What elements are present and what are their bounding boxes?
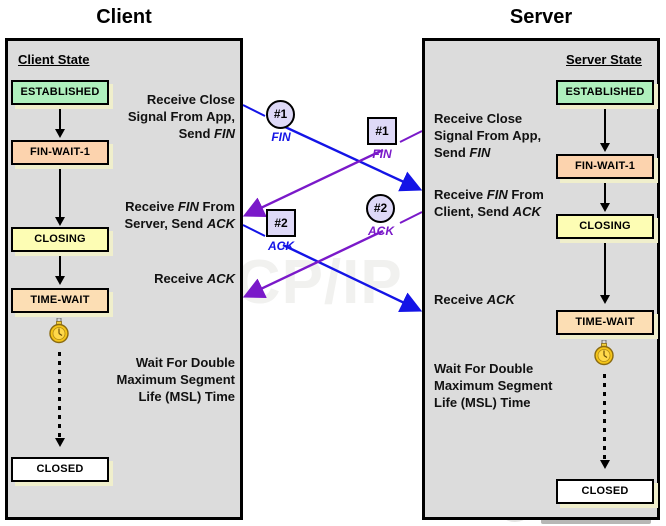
client-connector-4-arrow <box>55 438 65 447</box>
client-column-title: Client <box>96 6 152 28</box>
server-state-time-wait: TIME-WAIT <box>556 310 654 335</box>
server-connector-1-arrow <box>600 143 610 152</box>
marker-client-fin[interactable]: #1 <box>266 100 295 129</box>
server-state-closing: CLOSING <box>556 214 654 239</box>
arrow-client-ack-stub <box>243 224 266 237</box>
client-connector-2 <box>59 165 61 219</box>
client-state-fin-wait-1: FIN-WAIT-1 <box>11 140 109 165</box>
client-connector-1-arrow <box>55 129 65 138</box>
client-state-established: ESTABLISHED <box>11 80 109 105</box>
client-connector-3 <box>59 252 61 278</box>
marker-client-ack-caption: ACK <box>268 239 294 253</box>
server-state-heading: Server State <box>566 52 642 67</box>
client-panel <box>5 38 243 520</box>
server-state-closed: CLOSED <box>556 479 654 504</box>
arrow-client-fin <box>282 124 422 192</box>
message-channel <box>243 38 422 520</box>
server-connector-1 <box>604 105 606 145</box>
server-connector-3 <box>604 239 606 297</box>
server-connector-2-arrow <box>600 203 610 212</box>
client-state-closed: CLOSED <box>11 457 109 482</box>
server-connector-4-dots <box>603 374 606 462</box>
arrow-server-fin-stub <box>399 130 422 143</box>
client-event-receive-ack: Receive ACK <box>154 271 235 286</box>
marker-server-fin-caption: FIN <box>372 147 392 161</box>
arrow-server-ack <box>243 229 384 299</box>
client-state-closing: CLOSING <box>11 227 109 252</box>
server-timer-icon <box>594 340 614 366</box>
server-connector-2 <box>604 179 606 205</box>
server-panel <box>422 38 660 520</box>
server-connector-4-arrow <box>600 460 610 469</box>
arrow-client-ack <box>282 243 422 312</box>
marker-server-fin[interactable]: #1 <box>367 117 397 145</box>
server-connector-3-arrow <box>600 295 610 304</box>
arrow-client-fin-stub <box>243 104 266 117</box>
marker-client-ack[interactable]: #2 <box>266 209 296 237</box>
client-connector-2-arrow <box>55 217 65 226</box>
server-state-fin-wait-1: FIN-WAIT-1 <box>556 154 654 179</box>
server-state-established: ESTABLISHED <box>556 80 654 105</box>
client-connector-3-arrow <box>55 276 65 285</box>
server-column-title: Server <box>509 6 573 28</box>
marker-server-ack[interactable]: #2 <box>366 194 395 223</box>
client-timer-icon <box>49 318 69 344</box>
marker-server-ack-caption: ACK <box>368 224 394 238</box>
client-state-heading: Client State <box>18 52 90 67</box>
client-state-time-wait: TIME-WAIT <box>11 288 109 313</box>
arrow-server-fin <box>243 148 384 218</box>
message-arrows <box>243 104 422 312</box>
marker-client-fin-caption: FIN <box>271 130 291 144</box>
client-connector-4-dots <box>58 352 61 440</box>
client-connector-1 <box>59 105 61 131</box>
server-event-receive-ack: Receive ACK <box>434 292 515 307</box>
arrow-server-ack-stub <box>399 211 422 224</box>
